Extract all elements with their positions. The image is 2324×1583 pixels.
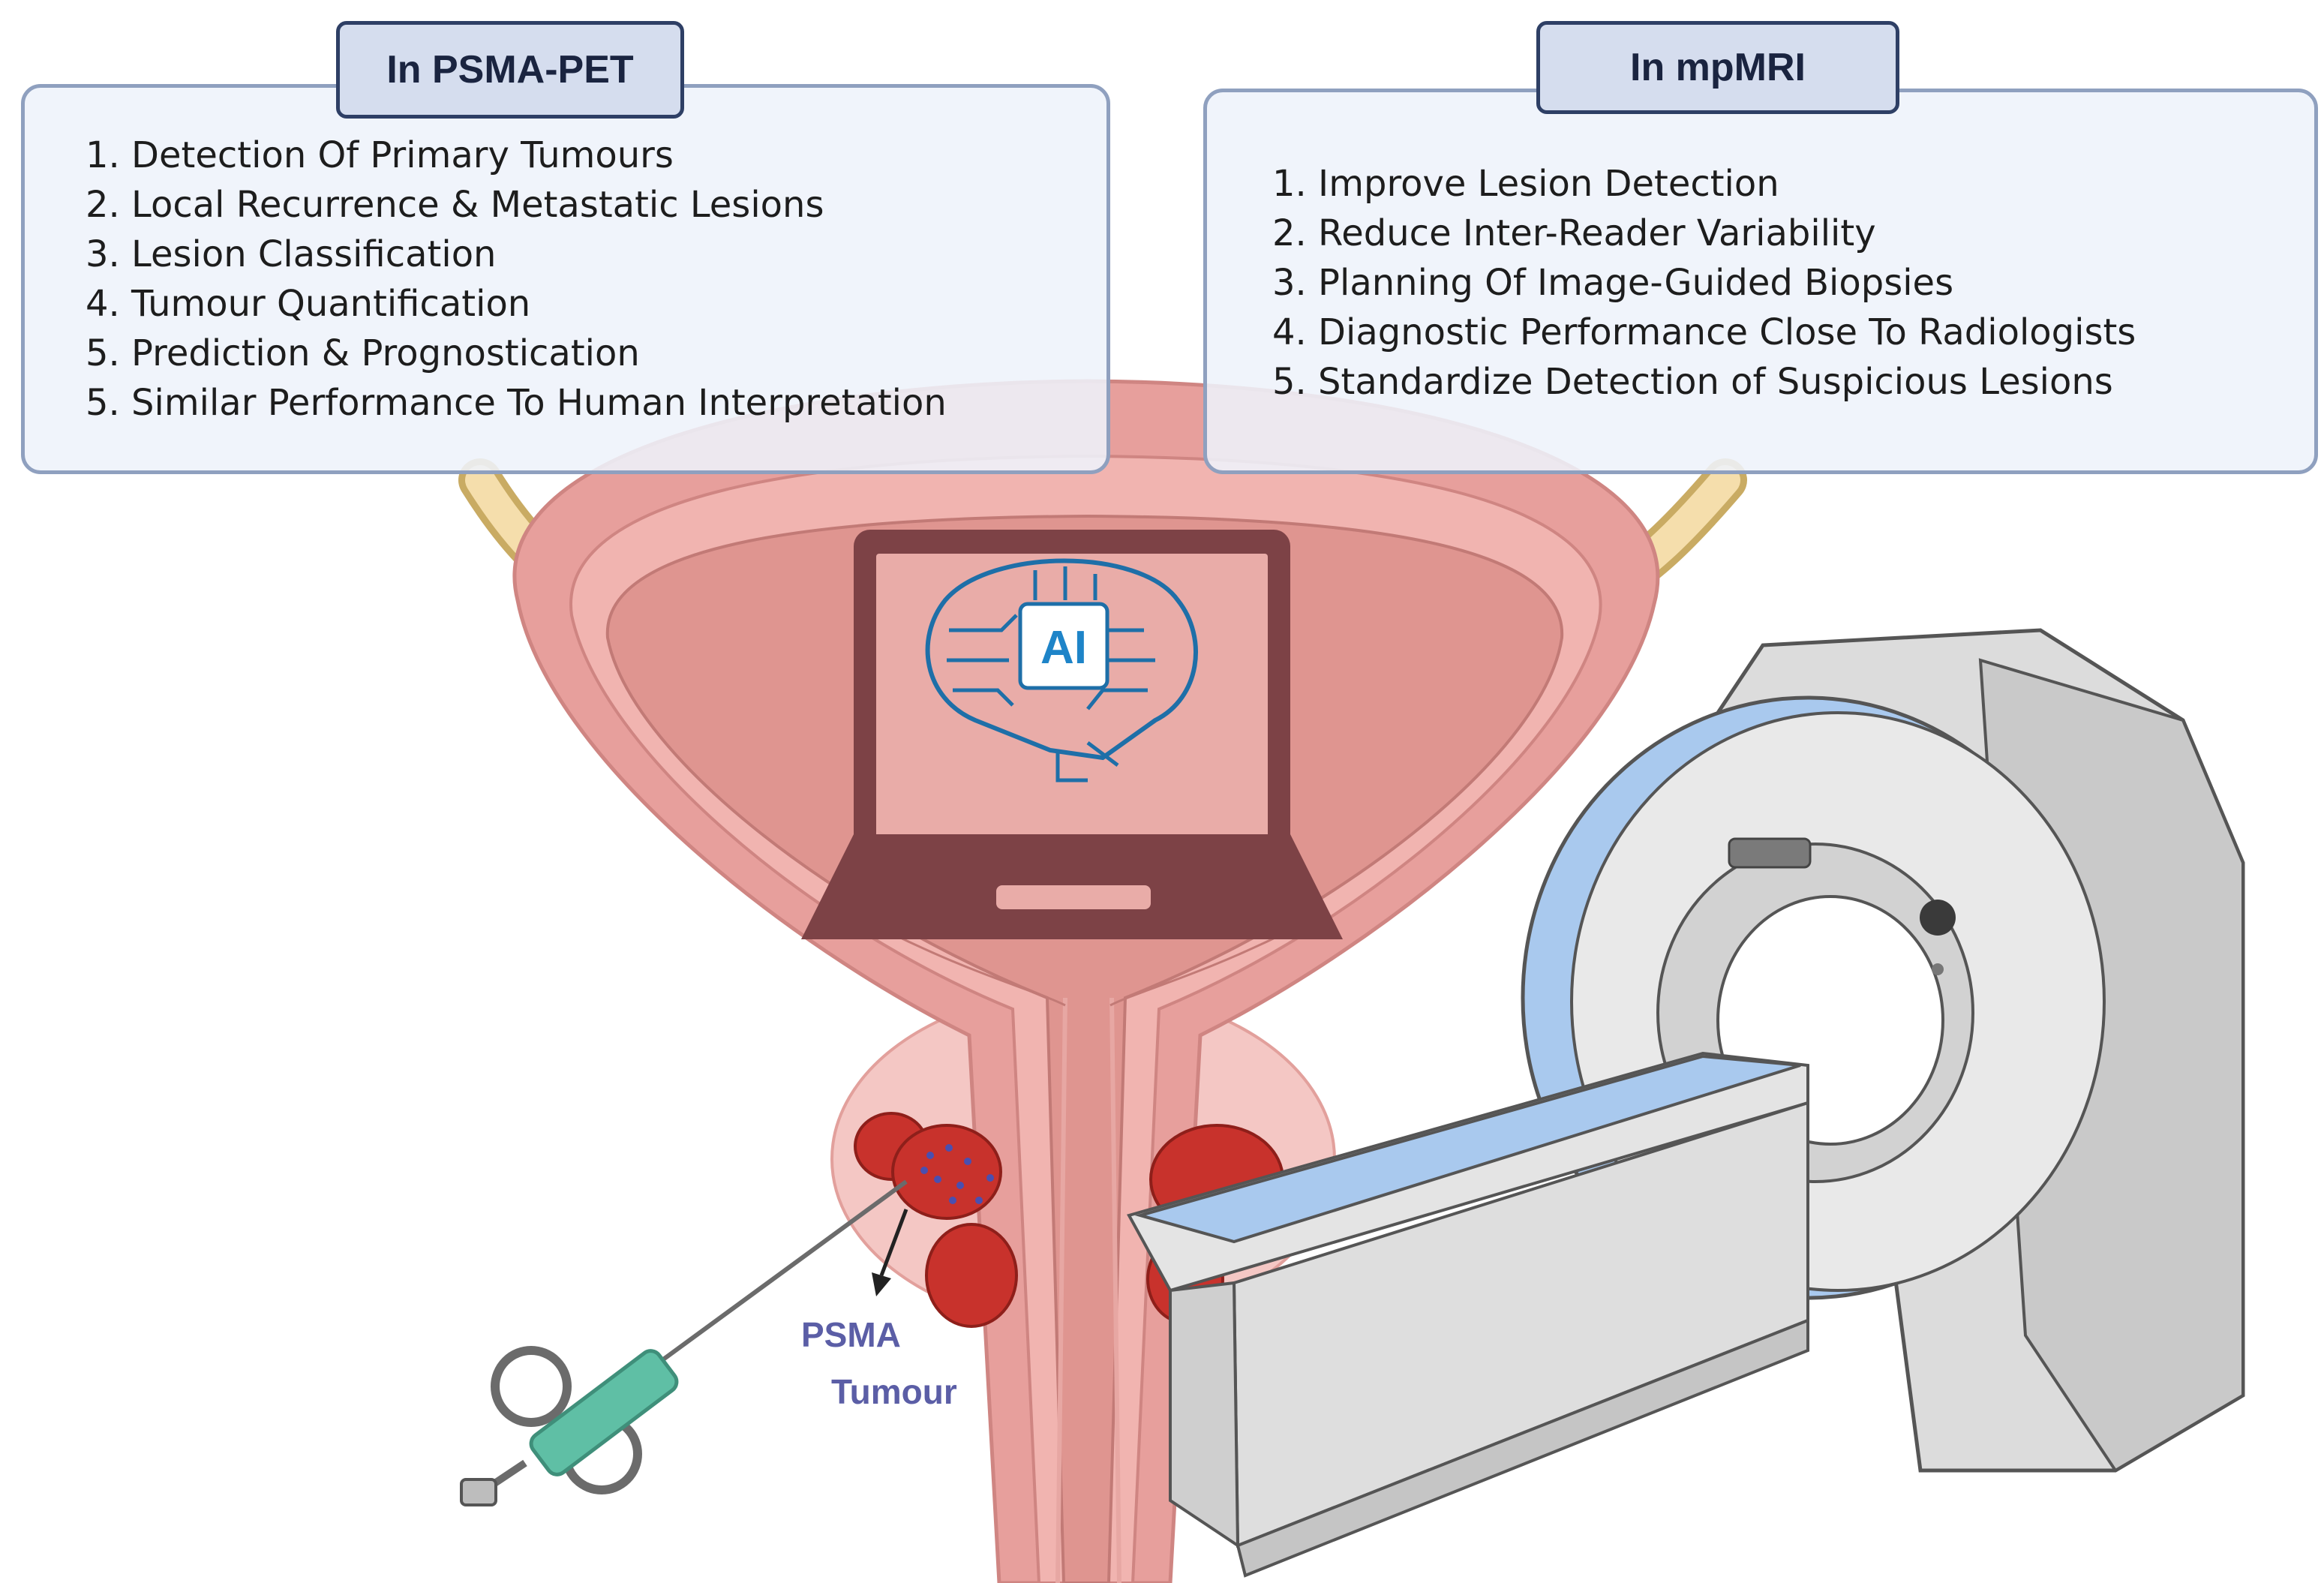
list-item: 5. Prediction & Prognostication <box>86 332 640 374</box>
tumour-label: Tumour <box>831 1372 957 1411</box>
mpmri-title: In mpMRI <box>1536 21 1899 114</box>
list-item: 5. Similar Performance To Human Interpre… <box>86 382 947 424</box>
ai-label: AI <box>1040 622 1087 674</box>
mpmri-panel <box>1203 89 2318 474</box>
ai-brain-circuit-icon: AI <box>925 558 1198 782</box>
list-item: 3. Lesion Classification <box>86 233 497 275</box>
list-item: 2. Reduce Inter-Reader Variability <box>1272 212 1876 254</box>
list-item: 5. Standardize Detection of Suspicious L… <box>1272 361 2113 403</box>
list-item: 4. Diagnostic Performance Close To Radio… <box>1272 311 2136 353</box>
psma-label: PSMA <box>801 1315 901 1354</box>
arrow-icon <box>872 1209 908 1296</box>
psma-pet-list: 1. Detection Of Primary Tumours 2. Local… <box>86 131 947 428</box>
list-item: 2. Local Recurrence & Metastatic Lesions <box>86 184 824 226</box>
list-item: 1. Detection Of Primary Tumours <box>86 134 674 176</box>
mri-scanner-icon <box>1127 628 2245 1578</box>
psma-pet-panel <box>21 84 1110 474</box>
list-item: 4. Tumour Quantification <box>86 283 531 325</box>
mpmri-list: 1. Improve Lesion Detection 2. Reduce In… <box>1272 159 2136 407</box>
list-item: 1. Improve Lesion Detection <box>1272 163 1779 205</box>
biopsy-needle-icon <box>460 1179 908 1506</box>
laptop-icon <box>801 530 1343 939</box>
psma-pet-title: In PSMA-PET <box>336 21 684 119</box>
list-item: 3. Planning Of Image-Guided Biopsies <box>1272 262 1954 304</box>
